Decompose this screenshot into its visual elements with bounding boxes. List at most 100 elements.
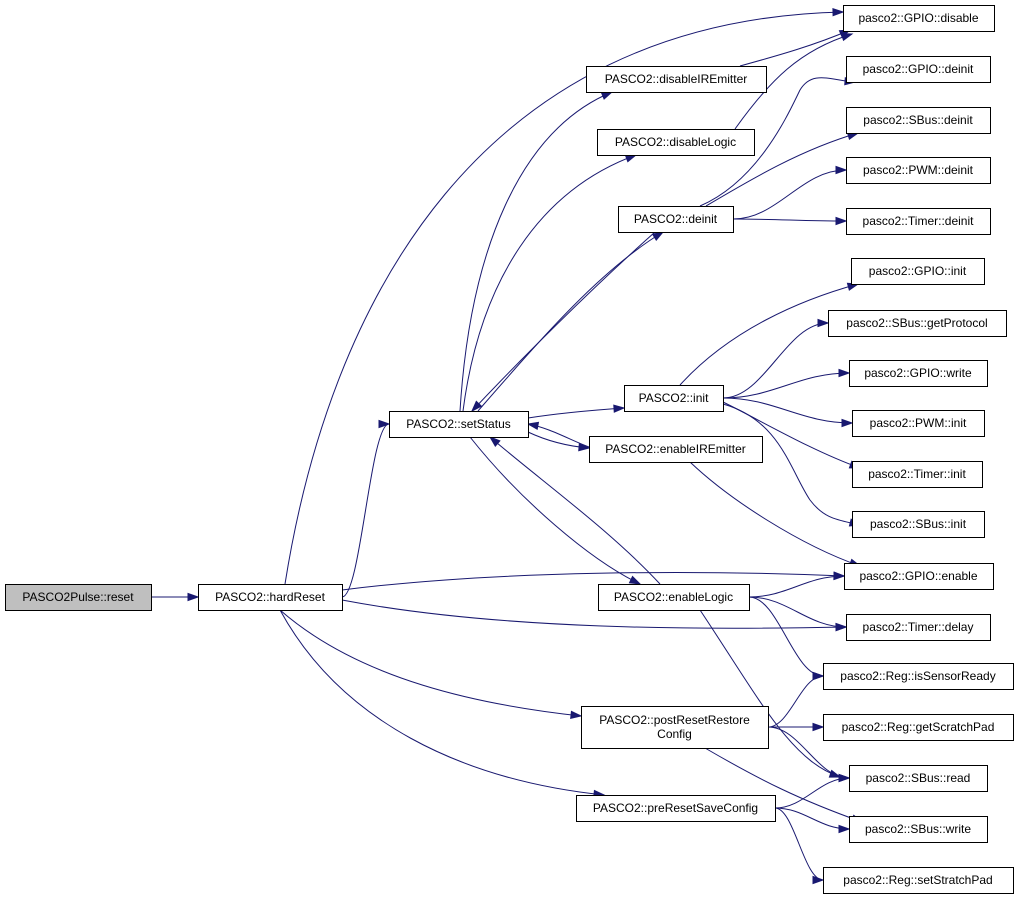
node-gpioInit[interactable]: pasco2::GPIO::init (851, 258, 985, 285)
node-label: Config (657, 727, 692, 741)
node-box (852, 410, 985, 437)
edge-enableIRE-to-gpioEnable (689, 461, 861, 567)
arrowhead-enableLogic-to-timerDelay (835, 622, 848, 632)
node-label: PASCO2::enableLogic (614, 590, 733, 604)
edge-hardReset-to-postReset (279, 609, 582, 717)
edge-init-to-sbusInit (722, 403, 861, 526)
node-label: pasco2::Reg::isSensorReady (840, 669, 995, 683)
node-label: PASCO2::deinit (634, 212, 718, 226)
node-label: PASCO2::preResetSaveConfig (593, 801, 758, 815)
node-label: PASCO2::disableIREmitter (605, 72, 748, 86)
node-box (589, 436, 763, 463)
edge-preReset-to-sbusRead (774, 777, 850, 809)
node-label: pasco2::Reg::getScratchPad (842, 720, 995, 734)
node-box (823, 663, 1014, 690)
arrowhead-setStatus-to-enableLogic (628, 575, 642, 585)
node-init[interactable]: PASCO2::init (624, 385, 724, 412)
node-box (597, 129, 755, 156)
edge-hardReset-to-gpioDisable (284, 11, 844, 585)
node-sbusDeinit[interactable]: pasco2::SBus::deinit (846, 107, 991, 134)
edge-setStatus-to-deinit (477, 231, 664, 412)
node-gpioWrite[interactable]: pasco2::GPIO::write (849, 360, 988, 387)
node-hardReset[interactable]: PASCO2::hardReset (198, 584, 343, 611)
arrowhead-setStatus-to-disableIRE (600, 91, 614, 100)
node-label: pasco2::GPIO::enable (859, 569, 977, 583)
node-box (198, 584, 343, 611)
node-preReset[interactable]: PASCO2::preResetSaveConfig (576, 795, 776, 822)
arrowhead-setStatus-to-init (613, 404, 626, 413)
node-gpioDisable[interactable]: pasco2::GPIO::disable (843, 5, 995, 32)
node-enableIRE[interactable]: PASCO2::enableIREmitter (589, 436, 763, 463)
node-box (849, 816, 988, 843)
node-box (828, 310, 1007, 337)
node-sbusWrite[interactable]: pasco2::SBus::write (849, 816, 988, 843)
arrowhead-postReset-to-regIsReady (812, 671, 825, 681)
edge-hardReset-to-timerDelay (341, 599, 847, 629)
node-box (849, 360, 988, 387)
edge-init-to-gpioInit (679, 283, 859, 386)
node-setStatus[interactable]: PASCO2::setStatus (389, 411, 529, 438)
node-box (846, 157, 991, 184)
node-timerDeinit[interactable]: pasco2::Timer::deinit (846, 208, 991, 235)
node-sbusGetProt[interactable]: pasco2::SBus::getProtocol (828, 310, 1007, 337)
node-reset[interactable]: PASCO2Pulse::reset (5, 584, 152, 611)
edge-deinit-to-sbusDeinit (705, 132, 859, 207)
arrowhead-preReset-to-sbusRead (838, 773, 851, 783)
node-timerInit[interactable]: pasco2::Timer::init (852, 461, 983, 488)
node-label: pasco2::PWM::deinit (863, 163, 974, 177)
node-regSetStratch[interactable]: pasco2::Reg::setStratchPad (823, 867, 1014, 894)
edge-enableLogic-to-regIsReady (748, 596, 824, 677)
arrowhead-setStatus-to-disableLogic (624, 154, 638, 163)
node-label: pasco2::Timer::delay (863, 620, 974, 634)
node-enableLogic[interactable]: PASCO2::enableLogic (598, 584, 750, 611)
edge-init-to-sbusGetProt (722, 322, 829, 399)
node-label: pasco2::SBus::read (866, 771, 971, 785)
arrowhead-hardReset-to-postReset (570, 710, 583, 720)
node-pwmInit[interactable]: pasco2::PWM::init (852, 410, 985, 437)
edge-disableIRE-to-gpioDisable (739, 29, 851, 67)
edge-setStatus-to-disableIRE (459, 91, 613, 412)
arrowhead-init-to-sbusGetProt (817, 318, 830, 328)
arrowhead-reset-to-hardReset (187, 592, 200, 602)
node-box (389, 411, 529, 438)
node-pwmDeinit[interactable]: pasco2::PWM::deinit (846, 157, 991, 184)
node-box (846, 107, 991, 134)
node-sbusInit[interactable]: pasco2::SBus::init (852, 511, 985, 538)
node-box (823, 714, 1014, 741)
node-disableIRE[interactable]: PASCO2::disableIREmitter (586, 66, 767, 93)
node-box (844, 563, 994, 590)
node-timerDelay[interactable]: pasco2::Timer::delay (846, 614, 991, 641)
node-label: PASCO2Pulse::reset (22, 590, 134, 604)
node-disableLogic[interactable]: PASCO2::disableLogic (597, 129, 755, 156)
node-box (852, 461, 983, 488)
node-label: PASCO2::postResetRestore (599, 713, 750, 727)
node-label: pasco2::Timer::init (868, 467, 966, 481)
arrowhead-enableIRE-to-setStatus (526, 421, 540, 431)
edge-preReset-to-regSetStratch (774, 807, 824, 881)
edge-hardReset-to-setStatus (341, 423, 390, 598)
arrowhead-deinit-to-pwmDeinit (835, 165, 848, 175)
node-gpioEnable[interactable]: pasco2::GPIO::enable (844, 563, 994, 590)
node-box (851, 258, 985, 285)
arrowhead-preReset-to-sbusWrite (838, 824, 851, 834)
arrowhead-enableLogic-to-setStatus (488, 436, 501, 448)
node-sbusRead[interactable]: pasco2::SBus::read (849, 765, 988, 792)
node-regIsReady[interactable]: pasco2::Reg::isSensorReady (823, 663, 1014, 690)
node-box (586, 66, 767, 93)
edges-layer (150, 8, 864, 885)
edge-enableLogic-to-setStatus (489, 436, 661, 585)
node-label: pasco2::SBus::write (865, 822, 971, 836)
edge-deinit-to-setStatus (471, 231, 656, 412)
edge-deinit-to-pwmDeinit (732, 169, 847, 220)
node-box (598, 584, 750, 611)
edge-disableLogic-to-gpioDisable (734, 33, 853, 130)
node-label: PASCO2::setStatus (406, 417, 511, 431)
edge-deinit-to-timerDeinit (732, 218, 847, 222)
node-box (852, 511, 985, 538)
node-gpioDeinit[interactable]: pasco2::GPIO::deinit (846, 56, 991, 83)
node-deinit[interactable]: PASCO2::deinit (618, 206, 734, 233)
node-regGetScratch[interactable]: pasco2::Reg::getScratchPad (823, 714, 1014, 741)
node-box (846, 614, 991, 641)
node-box (581, 706, 769, 749)
